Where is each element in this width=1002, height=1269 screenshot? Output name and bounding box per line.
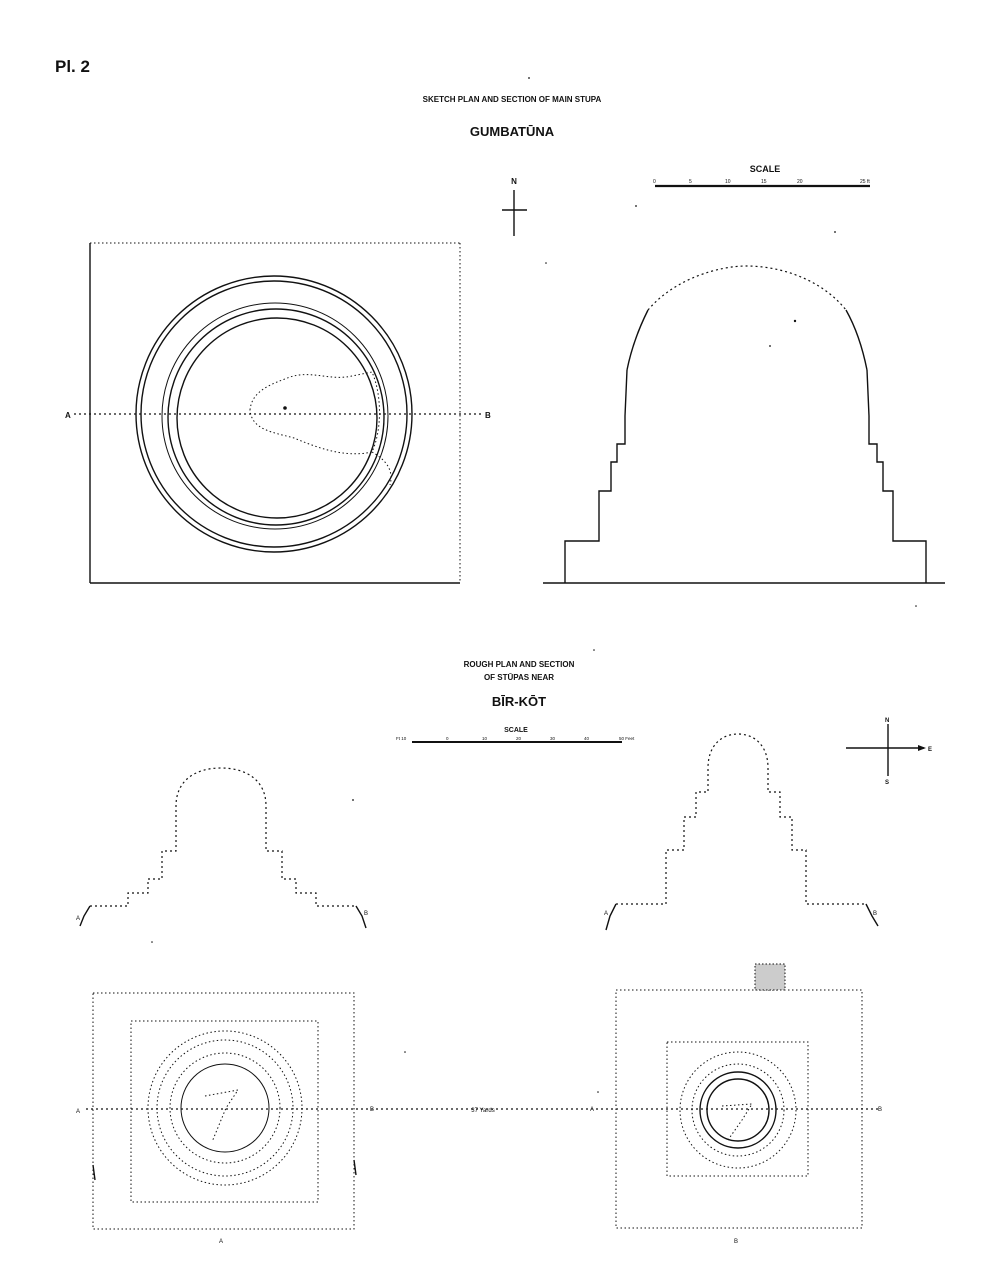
birkot-scale-label: SCALE (504, 727, 528, 734)
birkot-left-section-label-a: A (76, 916, 80, 922)
birkot-left-section: A B (76, 767, 368, 929)
north-arrow-icon: N (502, 177, 527, 236)
birkot-scale-tick-4: 30 (550, 736, 556, 741)
birkot-right-section-label-b: B (873, 911, 877, 917)
birkot-right-plan-label-a: A (590, 1107, 594, 1113)
birkot-scale-tick-0: Ft 10 (396, 736, 407, 741)
birkot-right-section-label-a: A (604, 911, 608, 917)
gumbatuna-scale-label: SCALE (750, 164, 781, 174)
birkot-left-plan: A B A (76, 992, 374, 1245)
gumbatuna-subtitle: SKETCH PLAN AND SECTION OF MAIN STUPA (423, 95, 602, 104)
birkot-scale-tick-1: 0 (446, 736, 449, 741)
gumbatuna-plan: A B (65, 242, 491, 584)
plate-label: Pl. 2 (55, 57, 90, 76)
compass-south-label: S (885, 780, 889, 786)
gumbatuna-section (543, 265, 945, 584)
paper-specks (151, 77, 917, 1093)
gumbatuna-scale-tick-4: 20 (797, 179, 803, 185)
gumbatuna-plan-label-a: A (65, 411, 71, 420)
birkot-left-section-label-b: B (364, 911, 368, 917)
gumbatuna-scale-tick-1: 5 (689, 179, 692, 185)
birkot-scale-tick-3: 20 (516, 736, 522, 741)
birkot-right-plan-label-bottom: B (734, 1239, 738, 1245)
gumbatuna-scale-tick-2: 10 (725, 179, 731, 185)
birkot-right-plan-label-b: B (878, 1107, 882, 1113)
gumbatuna-scale-tick-3: 15 (761, 179, 767, 185)
birkot-scale-tick-2: 10 (482, 736, 488, 741)
compass-north-label: N (885, 718, 889, 724)
birkot-scale-tick-6: 50 Feet (619, 736, 635, 741)
birkot-left-plan-label-a: A (76, 1109, 80, 1115)
birkot-right-section: A B (604, 733, 879, 931)
compass-east-label: E (928, 747, 932, 753)
birkot-scale-bar: SCALE Ft 10 0 10 20 30 40 50 Feet (396, 727, 635, 743)
gumbatuna-title: GUMBATŪNA (470, 124, 555, 139)
gumbatuna-plan-label-b: B (485, 411, 491, 420)
birkot-scale-tick-5: 40 (584, 736, 590, 741)
birkot-compass-icon: N E S (846, 718, 932, 786)
birkot-right-plan: A B B (590, 963, 882, 1245)
birkot-left-plan-label-bottom: A (219, 1239, 223, 1245)
birkot-subtitle-line1: ROUGH PLAN AND SECTION (464, 660, 575, 669)
gumbatuna-scale-bar: SCALE 0 5 10 15 20 25 ft (653, 164, 870, 188)
gumbatuna-scale-tick-0: 0 (653, 179, 656, 185)
birkot-left-plan-label-b: B (370, 1107, 374, 1113)
gumbatuna-scale-tick-5: 25 ft (860, 179, 870, 185)
birkot-distance-label: 37 Yards (471, 1108, 494, 1114)
birkot-title: BĪR-KŌT (492, 694, 546, 709)
birkot-subtitle-line2: OF STŪPAS NEAR (484, 673, 554, 682)
north-label: N (511, 177, 517, 186)
